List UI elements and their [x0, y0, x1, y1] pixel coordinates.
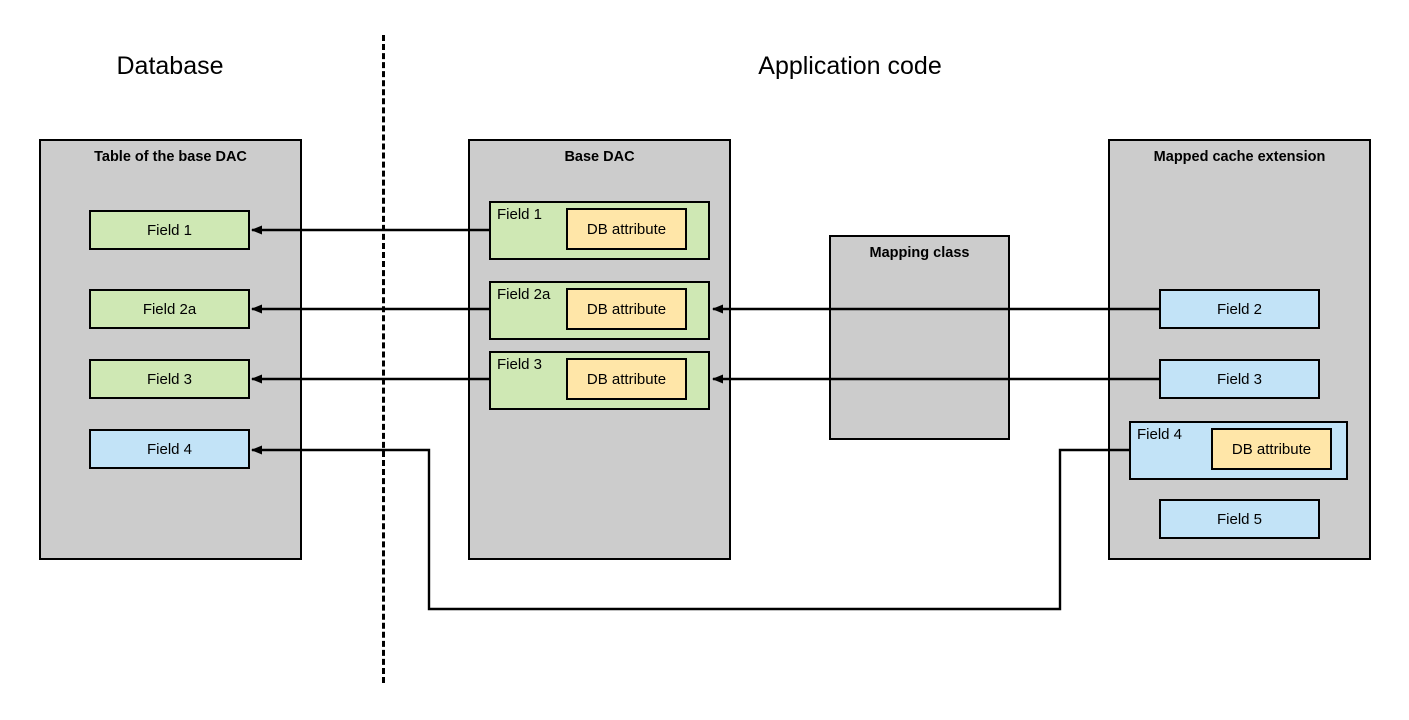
ext-field-4[interactable]: Field 4 DB attribute	[1129, 421, 1348, 480]
section-title-database: Database	[116, 52, 224, 80]
db-table-field-1[interactable]: Field 1	[89, 210, 250, 250]
panel-title-mapping-class: Mapping class	[869, 245, 970, 261]
ext-field-2-label: Field 2	[1216, 300, 1263, 318]
base-dac-field-3-label: Field 3	[497, 356, 543, 373]
db-table-field-2a[interactable]: Field 2a	[89, 289, 250, 329]
base-dac-field-3[interactable]: Field 3 DB attribute	[489, 351, 710, 410]
ext-field-3-label: Field 3	[1216, 370, 1263, 388]
db-table-field-2a-label: Field 2a	[142, 300, 197, 318]
db-table-field-4[interactable]: Field 4	[89, 429, 250, 469]
ext-field-5-label: Field 5	[1216, 510, 1263, 528]
ext-field-4-db-attribute[interactable]: DB attribute	[1211, 428, 1332, 470]
ext-field-3[interactable]: Field 3	[1159, 359, 1320, 399]
base-dac-field-1[interactable]: Field 1 DB attribute	[489, 201, 710, 260]
ext-field-4-label: Field 4	[1137, 426, 1183, 443]
base-dac-field-3-db-attribute[interactable]: DB attribute	[566, 358, 687, 400]
db-table-field-3-label: Field 3	[146, 370, 193, 388]
ext-field-4-db-attribute-label: DB attribute	[1231, 440, 1312, 458]
base-dac-field-1-db-attribute-label: DB attribute	[586, 220, 667, 238]
panel-title-mapped-cache-extension: Mapped cache extension	[1153, 149, 1326, 165]
boundary-divider-dashed-line	[382, 35, 385, 683]
base-dac-field-2a-db-attribute-label: DB attribute	[586, 300, 667, 318]
base-dac-field-1-db-attribute[interactable]: DB attribute	[566, 208, 687, 250]
ext-field-5[interactable]: Field 5	[1159, 499, 1320, 539]
panel-title-base-dac: Base DAC	[564, 149, 635, 165]
db-table-field-1-label: Field 1	[146, 221, 193, 239]
base-dac-field-2a-label: Field 2a	[497, 286, 551, 303]
base-dac-field-2a-db-attribute[interactable]: DB attribute	[566, 288, 687, 330]
panel-title-database-table: Table of the base DAC	[94, 149, 247, 165]
panel-database-table: Table of the base DAC	[39, 139, 302, 560]
panel-mapping-class: Mapping class	[829, 235, 1010, 440]
db-table-field-4-label: Field 4	[146, 440, 193, 458]
db-table-field-3[interactable]: Field 3	[89, 359, 250, 399]
panel-mapped-cache-extension: Mapped cache extension	[1108, 139, 1371, 560]
section-title-application-code: Application code	[758, 52, 942, 80]
base-dac-field-2a[interactable]: Field 2a DB attribute	[489, 281, 710, 340]
base-dac-field-1-label: Field 1	[497, 206, 543, 223]
base-dac-field-3-db-attribute-label: DB attribute	[586, 370, 667, 388]
ext-field-2[interactable]: Field 2	[1159, 289, 1320, 329]
